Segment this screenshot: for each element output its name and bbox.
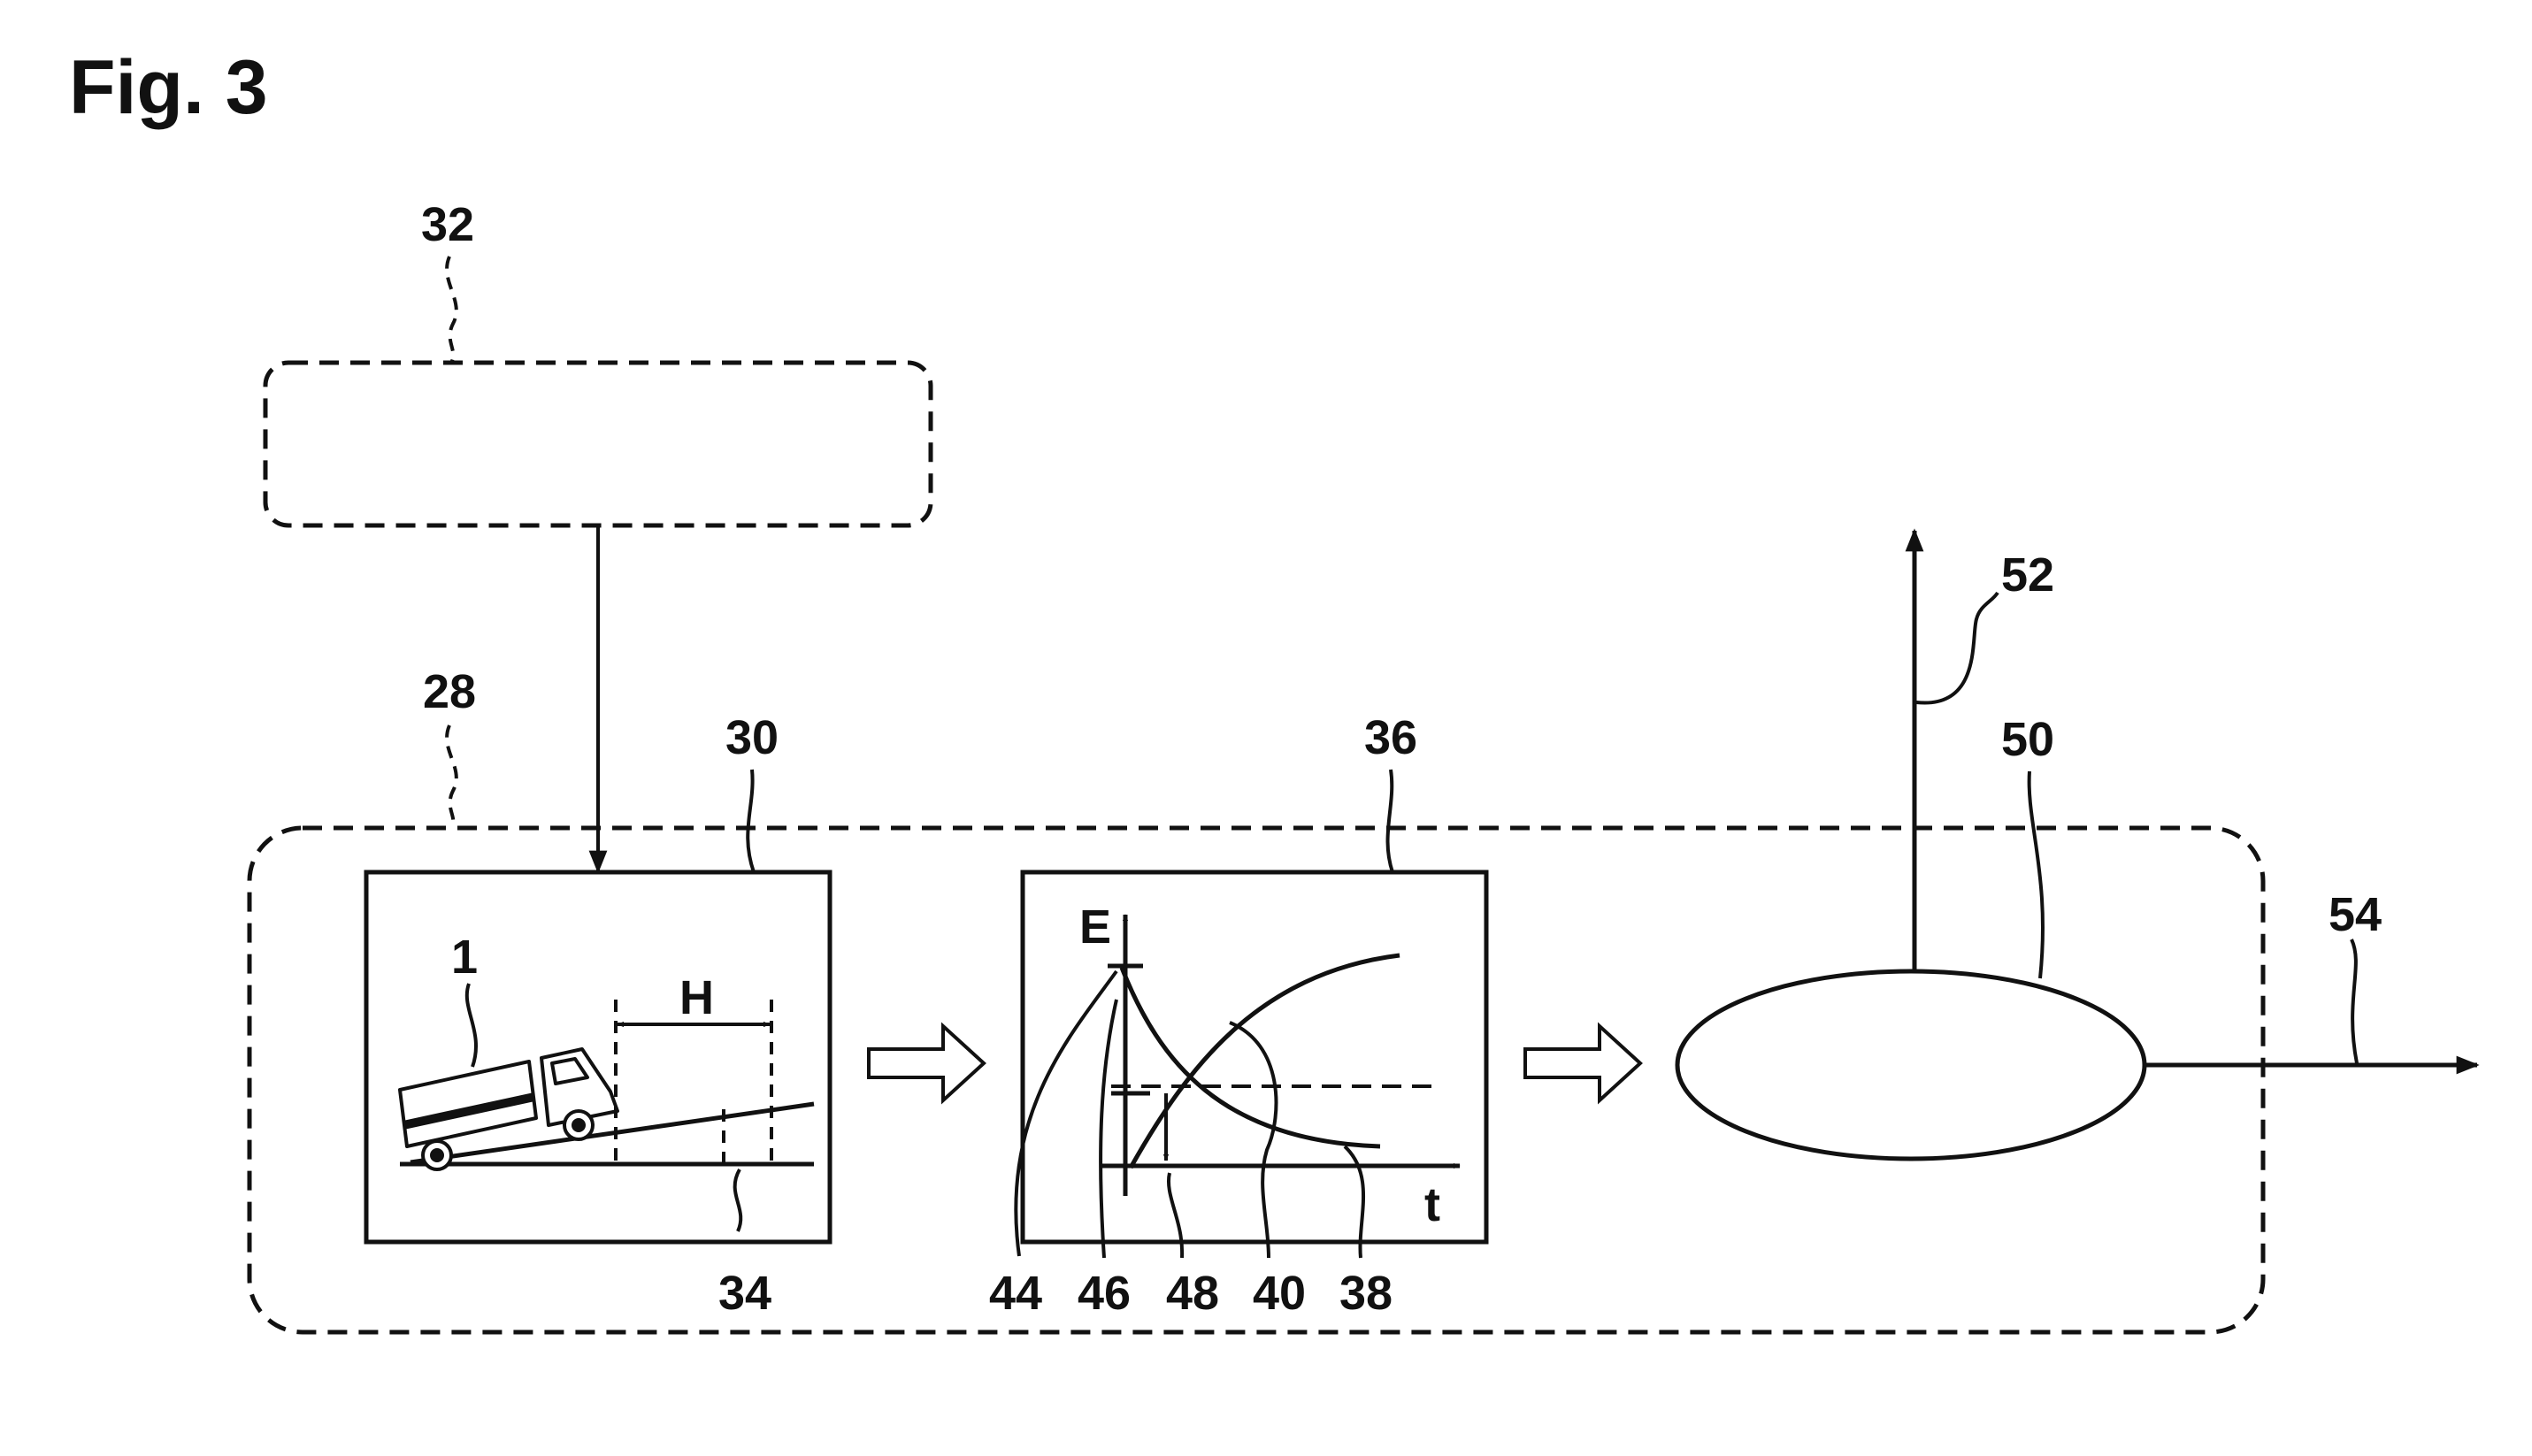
label-54: 54 <box>2329 888 2382 941</box>
label-32: 32 <box>421 198 474 251</box>
figure-title: Fig. 3 <box>69 45 268 130</box>
curve-rising <box>1128 953 1400 1169</box>
label-h: H <box>679 971 714 1024</box>
terrain-panel <box>364 870 832 1245</box>
leader-46 <box>1099 999 1118 1259</box>
leader-34 <box>733 1169 743 1232</box>
leader-52 <box>1915 591 1999 705</box>
leader-40 <box>1229 1021 1278 1259</box>
leader-50 <box>2027 770 2045 979</box>
label-36: 36 <box>1364 711 1417 764</box>
system-boundary <box>247 825 2266 1335</box>
label-50: 50 <box>2001 713 2054 766</box>
label-48: 48 <box>1166 1267 1219 1320</box>
leader-28 <box>445 724 458 830</box>
leader-30 <box>746 769 756 873</box>
label-1: 1 <box>451 931 478 984</box>
leader-32 <box>445 256 458 364</box>
label-52: 52 <box>2001 548 2054 602</box>
evaluation-ellipse <box>1675 969 2147 1161</box>
leader-1 <box>464 983 478 1068</box>
slope-line <box>410 1101 815 1165</box>
label-40: 40 <box>1253 1267 1306 1320</box>
block-arrow-2 <box>1523 1022 1643 1105</box>
label-34: 34 <box>718 1267 771 1320</box>
label-28: 28 <box>423 665 476 718</box>
label-38: 38 <box>1339 1267 1393 1320</box>
leader-36 <box>1385 769 1394 873</box>
leader-44 <box>1014 969 1118 1257</box>
leader-38 <box>1343 1145 1366 1259</box>
curve-falling <box>1119 967 1381 1149</box>
label-30: 30 <box>725 711 779 764</box>
label-46: 46 <box>1078 1267 1131 1320</box>
y-axis-label: E <box>1079 900 1111 954</box>
x-axis-label: t <box>1424 1178 1440 1231</box>
leader-54 <box>2350 939 2359 1064</box>
graph-panel <box>1020 870 1489 1245</box>
label-44: 44 <box>989 1267 1042 1320</box>
leader-48 <box>1167 1172 1185 1259</box>
block-arrow-1 <box>867 1022 986 1105</box>
truck-icon <box>398 1047 619 1171</box>
external-source-box <box>263 360 933 528</box>
